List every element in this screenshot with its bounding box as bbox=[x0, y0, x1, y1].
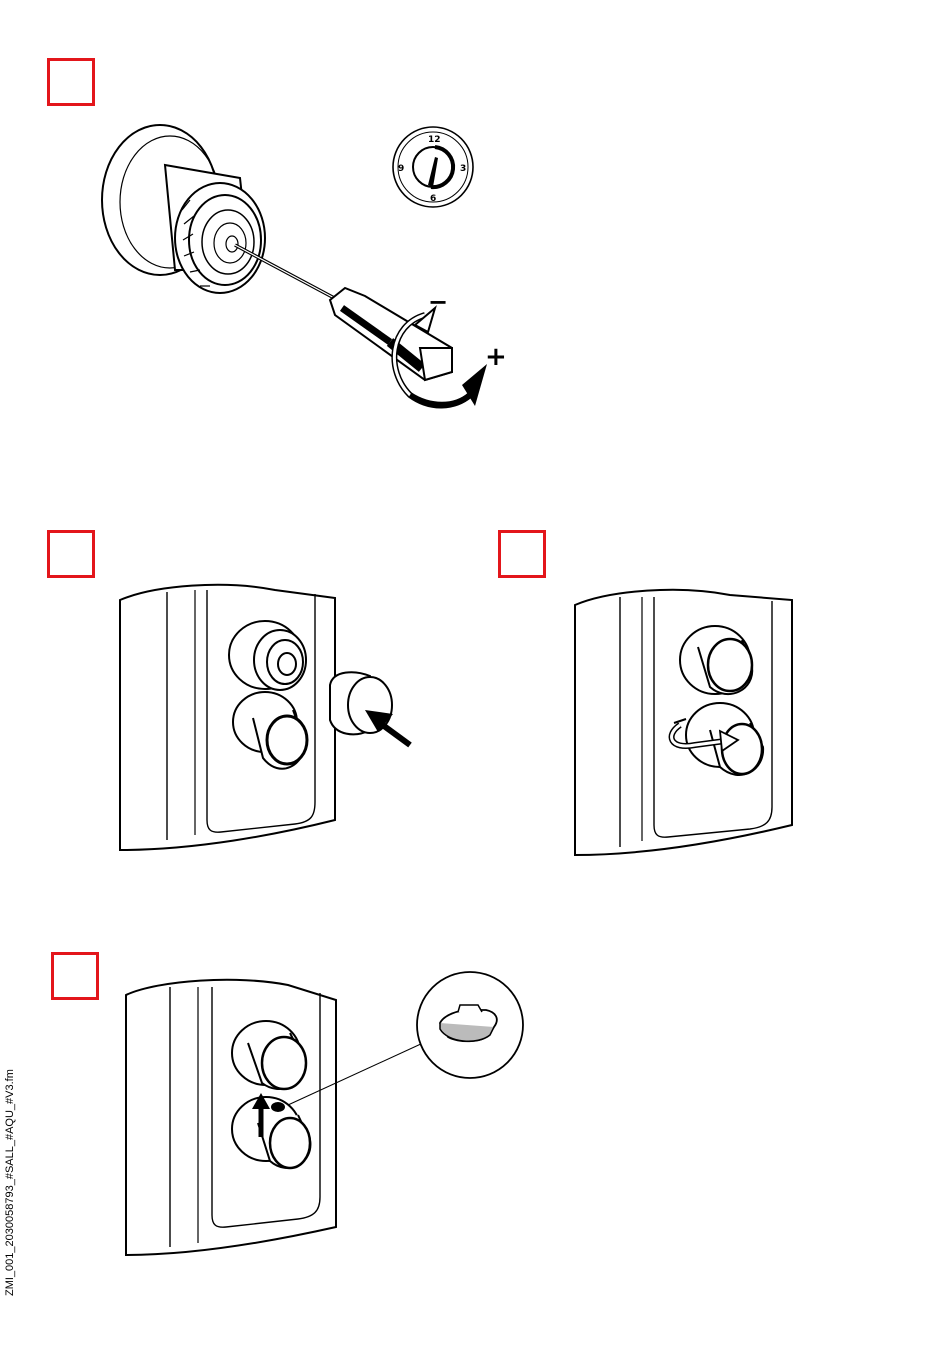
rotate-handle-illustration bbox=[570, 585, 800, 865]
temperature-dial-icon: 12 3 6 9 bbox=[393, 127, 473, 207]
minus-sign: − bbox=[428, 288, 448, 316]
step-2-box bbox=[47, 530, 95, 578]
dial-number-9: 9 bbox=[398, 164, 404, 174]
dial-number-6: 6 bbox=[430, 194, 436, 204]
cover-cap-illustration bbox=[118, 965, 538, 1265]
magnifier-callout-icon bbox=[417, 972, 523, 1078]
cartridge-adjustment-illustration: − + 12 3 6 9 bbox=[90, 110, 520, 420]
mount-handle-illustration bbox=[115, 580, 415, 860]
file-label: ZMI_001_2030058793_#SALL_#AQU_#V3.fm bbox=[4, 1069, 16, 1296]
dial-number-12: 12 bbox=[428, 135, 441, 145]
plus-sign: + bbox=[485, 342, 507, 372]
dial-number-3: 3 bbox=[460, 164, 466, 174]
screwdriver-icon bbox=[235, 245, 452, 380]
step-4-box bbox=[51, 952, 99, 1000]
step-3-box bbox=[498, 530, 546, 578]
step-1-box bbox=[47, 58, 95, 106]
